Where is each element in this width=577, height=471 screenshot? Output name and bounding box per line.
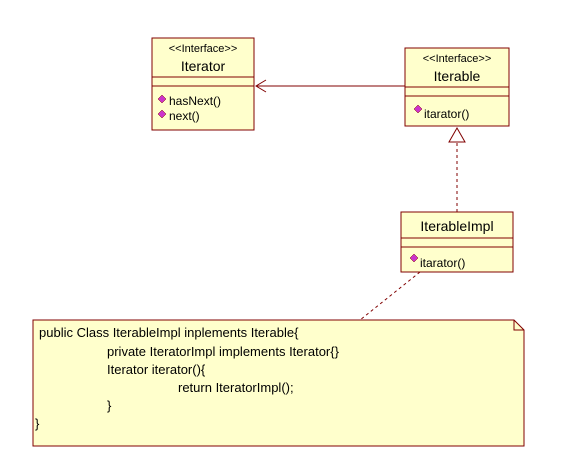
class-iterable-impl[interactable]: IterableImpl itarator() [400,211,514,273]
iterator-op-next: next() [169,109,200,123]
note-line-5: } [107,398,112,413]
realization-arrow [448,126,466,212]
code-note[interactable]: public Class IterableImpl inplements Ite… [32,319,525,447]
iterator-stereotype: <<Interface>> [169,43,238,55]
note-line-4: return IteratorImpl(); [178,380,294,395]
iterable-class-name: Iterable [434,68,481,84]
iterator-op-hasnext: hasNext() [169,94,221,108]
note-line-6: } [35,416,40,431]
note-line-2: private IteratorImpl implements Iterator… [107,344,340,359]
iterable-impl-class-name: IterableImpl [420,218,493,234]
iterable-impl-op-iterator: itarator() [420,256,465,270]
iterable-stereotype: <<Interface>> [423,53,492,65]
note-anchor-line [359,271,421,321]
iterator-class-name: Iterator [181,58,226,74]
class-iterable[interactable]: <<Interface>> Iterable itarator() [404,47,510,127]
operation-icon [413,104,423,114]
note-line-3: Iterator iterator(){ [107,362,206,377]
iterable-op-iterator: itarator() [424,107,469,121]
association-arrow [255,79,405,93]
note-line-1: public Class IterableImpl inplements Ite… [39,325,299,340]
operation-icon [157,109,167,119]
operation-icon [157,94,167,104]
operation-icon [409,253,419,263]
class-iterator[interactable]: <<Interface>> Iterator hasNext() next() [151,37,255,131]
